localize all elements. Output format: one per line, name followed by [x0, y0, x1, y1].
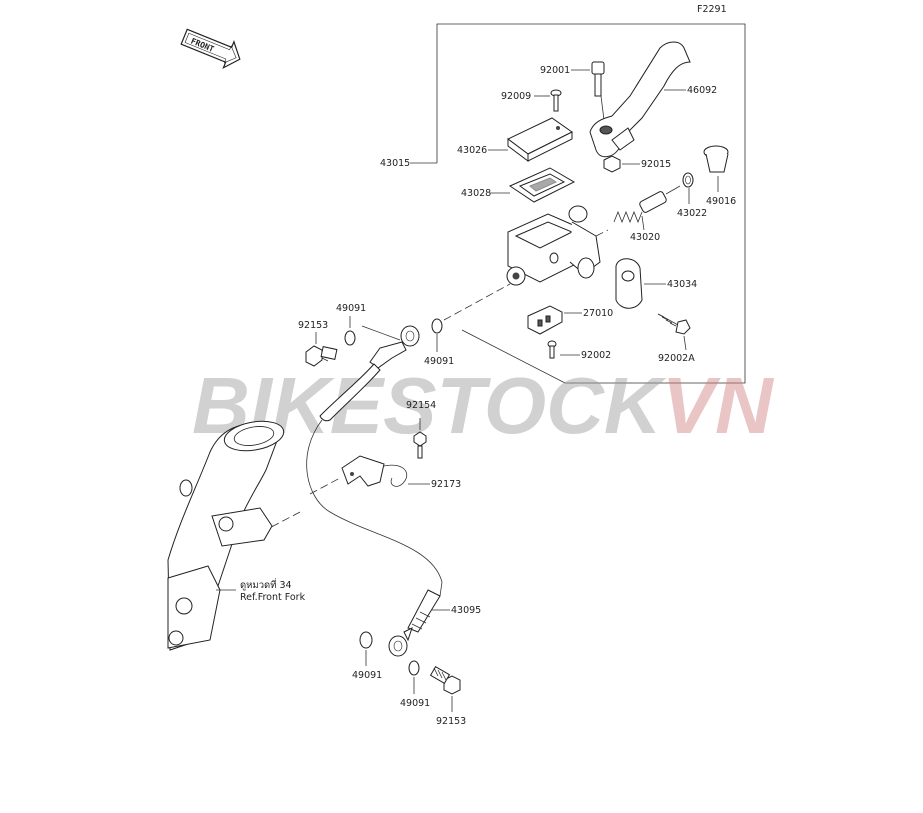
front-fork-outline [167, 420, 285, 651]
label-43020: 43020 [630, 232, 660, 243]
nut-92015 [603, 155, 621, 173]
washer-49091-mid [431, 318, 443, 334]
label-92153-top: 92153 [298, 320, 328, 331]
brake-hose-line [306, 419, 443, 597]
bolt-92002A [657, 313, 691, 335]
front-direction-arrow-icon: FRONT [180, 28, 241, 70]
reference-english-text: Ref.Front Fork [240, 592, 306, 603]
watermark-part-2: VN [662, 361, 775, 450]
label-92002: 92002 [581, 350, 611, 361]
assembly-frame [436, 23, 746, 384]
label-43034: 43034 [667, 279, 697, 290]
label-92015: 92015 [641, 159, 671, 170]
label-92002A: 92002A [658, 353, 695, 364]
banjo-bolt-92153-top [305, 345, 338, 367]
washer-49091-top [344, 330, 356, 346]
label-43015: 43015 [380, 158, 410, 169]
reference-thai-text: ดูหมวดที่ 34 [240, 578, 292, 591]
washer-49091-bottom-left [359, 631, 373, 649]
clamp-43034 [615, 258, 643, 309]
label-46092: 46092 [687, 85, 717, 96]
master-cylinder-body [506, 205, 601, 286]
label-49091-top: 49091 [336, 303, 366, 314]
label-49016: 49016 [706, 196, 736, 207]
hose-upper-banjo [361, 325, 420, 369]
label-49091-mid: 49091 [424, 356, 454, 367]
label-92153-bottom: 92153 [436, 716, 466, 727]
washer-49091-bottom-right [408, 660, 420, 676]
dust-boot-49016 [703, 145, 729, 173]
figure-code: F2291 [697, 4, 727, 15]
bolt-92001 [591, 61, 605, 121]
piston-kit-43020 [613, 185, 681, 224]
diaphragm-43028 [508, 167, 576, 203]
label-49091-bottom-left: 49091 [352, 670, 382, 681]
label-27010: 27010 [583, 308, 613, 319]
brake-hose-upper [319, 363, 381, 422]
screw-92009 [550, 89, 562, 112]
label-49091-bottom-right: 49091 [400, 698, 430, 709]
label-43022: 43022 [677, 208, 707, 219]
label-43095: 43095 [451, 605, 481, 616]
screw-92002 [547, 340, 557, 359]
label-92173: 92173 [431, 479, 461, 490]
reservoir-cap-43026 [507, 117, 573, 162]
bracket-92173 [341, 455, 408, 487]
label-92001: 92001 [540, 65, 570, 76]
label-43026: 43026 [457, 145, 487, 156]
label-92009: 92009 [501, 91, 531, 102]
label-43028: 43028 [461, 188, 491, 199]
lever-46092 [589, 41, 691, 158]
brake-hose-43095 [388, 589, 441, 657]
banjo-bolt-92153-bottom [429, 665, 461, 695]
brake-switch-27010 [527, 305, 563, 335]
circlip-43022 [682, 172, 694, 188]
label-92154: 92154 [406, 400, 436, 411]
bolt-92154 [413, 431, 427, 459]
